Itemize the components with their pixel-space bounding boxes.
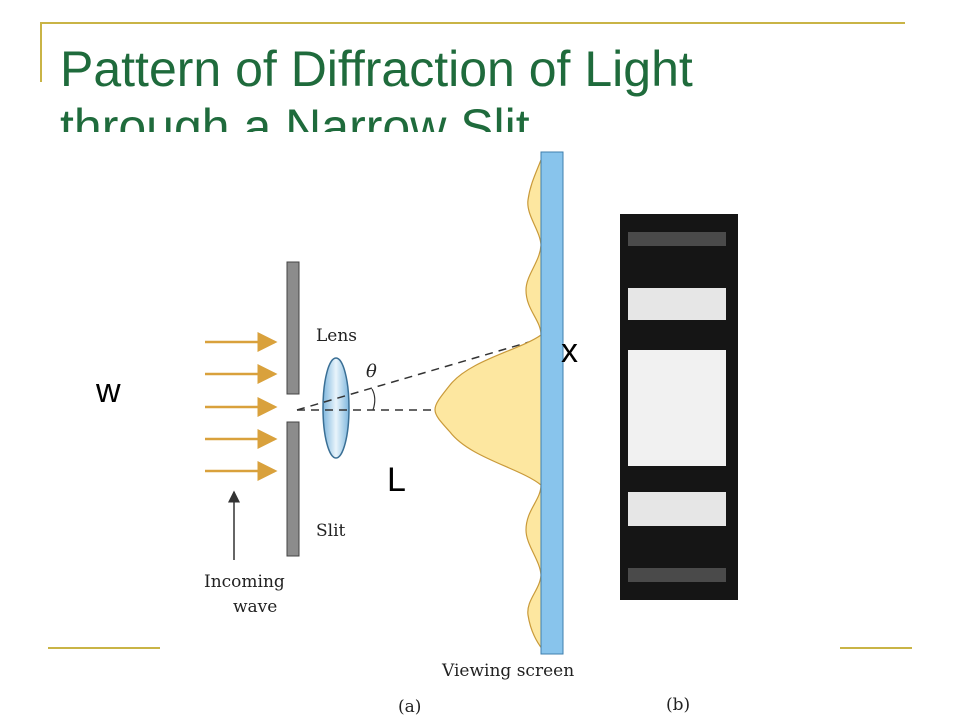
slit-lower-barrier [286, 421, 300, 557]
incoming-wave-arrows [205, 332, 278, 481]
annotation-w: w [96, 372, 121, 410]
slide-title-line-1: Pattern of Diffraction of Light [60, 41, 693, 97]
viewing-screen [540, 151, 564, 655]
diffraction-photo [620, 214, 738, 600]
intensity-pattern [434, 154, 544, 652]
viewing-screen-label: Viewing screen [441, 661, 574, 681]
upper-faint-fringe [628, 232, 726, 246]
upper-bright-fringe [628, 288, 726, 320]
theta-label: θ [366, 361, 377, 382]
annotation-x: x [561, 332, 578, 370]
lens [322, 357, 350, 459]
slide-title: Pattern of Diffraction of Light through … [60, 40, 880, 132]
central-bright-fringe [628, 350, 726, 466]
slit-label: Slit [316, 521, 346, 541]
incoming-wave-label-line-1: Incoming [204, 572, 285, 592]
slide-title-line-2: through a Narrow Slit [60, 99, 530, 132]
bottom-rule-right [840, 647, 912, 649]
lens-label: Lens [316, 326, 357, 346]
lower-faint-fringe [628, 568, 726, 582]
left-rule [40, 22, 42, 82]
panel-b-label: (b) [666, 695, 690, 715]
top-rule [40, 22, 905, 24]
theta-arc [371, 388, 376, 411]
annotation-l: L [387, 461, 406, 499]
lower-bright-fringe [628, 492, 726, 526]
slit-upper-barrier [286, 261, 300, 395]
incoming-wave-label-line-2: wave [233, 597, 277, 617]
angle-ray [296, 337, 544, 411]
bottom-rule-left [48, 647, 160, 649]
panel-a-label: (a) [398, 697, 421, 717]
